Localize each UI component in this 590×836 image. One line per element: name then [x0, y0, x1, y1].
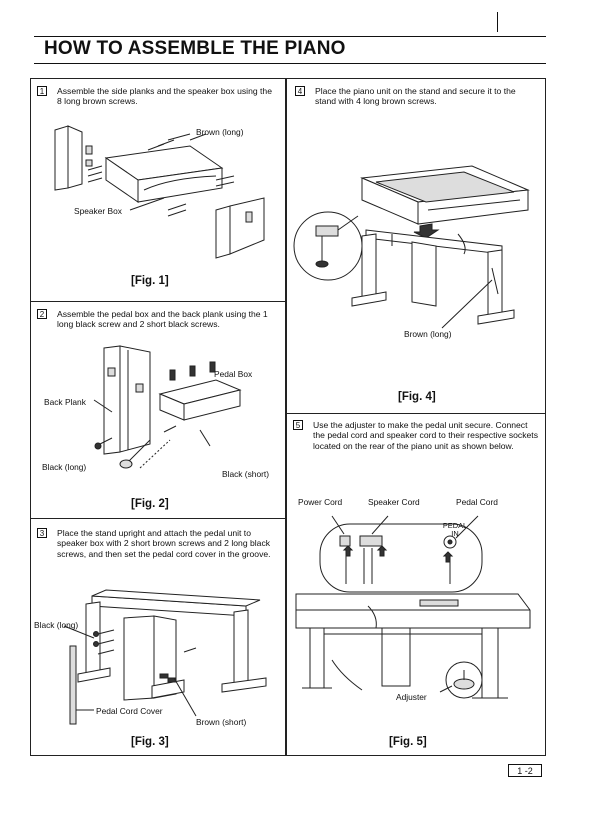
step-3-text: Place the stand upright and attach the p…	[57, 528, 271, 559]
step-1-text: Assemble the side planks and the speaker…	[57, 86, 272, 107]
fig-2-label-pedal-box: Pedal Box	[214, 369, 253, 379]
step-2-number: 2	[37, 309, 47, 319]
fig-4-label-brown-long: Brown (long)	[404, 329, 452, 339]
fig-3-label-black-long: Black (long)	[34, 620, 79, 630]
fig-5-label-adjuster: Adjuster	[396, 692, 427, 702]
fig-1-caption: [Fig. 1]	[131, 275, 169, 287]
fig-3-caption: [Fig. 3]	[131, 736, 169, 748]
title-rule-bottom	[34, 63, 546, 64]
page-number: 1 -2	[508, 764, 542, 777]
fig-2-label-back-plank: Back Plank	[44, 397, 86, 407]
right-column-frame	[286, 78, 546, 756]
fig-5-label-speaker-cord: Speaker Cord	[368, 497, 420, 507]
step-5-text: Use the adjuster to make the pedal unit …	[313, 420, 538, 451]
fig-5-label-pedal-in: PEDAL IN	[442, 521, 468, 538]
fig-2-illustration	[93, 345, 242, 469]
fig-4-caption: [Fig. 4]	[398, 391, 436, 403]
fig-2-label-black-long: Black (long)	[42, 462, 87, 472]
page-title: HOW TO ASSEMBLE THE PIANO	[44, 38, 346, 59]
fig-5-caption: [Fig. 5]	[389, 736, 427, 748]
fig-3-label-brown-short: Brown (short)	[196, 717, 247, 727]
step-2-text: Assemble the pedal box and the back plan…	[57, 309, 268, 330]
fig-4-illustration	[293, 165, 530, 329]
fig-3-illustration	[63, 589, 267, 725]
fig-5-illustration	[295, 515, 531, 699]
margin-mark	[497, 12, 498, 32]
step-5-number: 5	[293, 420, 303, 430]
step-3-number: 3	[37, 528, 47, 538]
fig-3-label-pedal-cord-cover: Pedal Cord Cover	[96, 706, 163, 716]
fig-1-label-speaker-box: Speaker Box	[74, 206, 122, 216]
step-4-text: Place the piano unit on the stand and se…	[315, 86, 516, 107]
step-4-number: 4	[295, 86, 305, 96]
step-1-number: 1	[37, 86, 47, 96]
fig-2-caption: [Fig. 2]	[131, 498, 169, 510]
divider-2-3	[30, 518, 286, 519]
left-column-frame	[30, 78, 286, 756]
divider-4-5	[286, 413, 546, 414]
divider-1-2	[30, 301, 286, 302]
fig-1-illustration	[54, 125, 265, 259]
fig-2-label-black-short: Black (short)	[222, 469, 270, 479]
fig-1-label-brown-long: Brown (long)	[196, 127, 244, 137]
title-rule-top	[34, 36, 546, 37]
fig-5-label-power-cord: Power Cord	[298, 497, 343, 507]
fig-5-label-pedal-cord: Pedal Cord	[456, 497, 498, 507]
